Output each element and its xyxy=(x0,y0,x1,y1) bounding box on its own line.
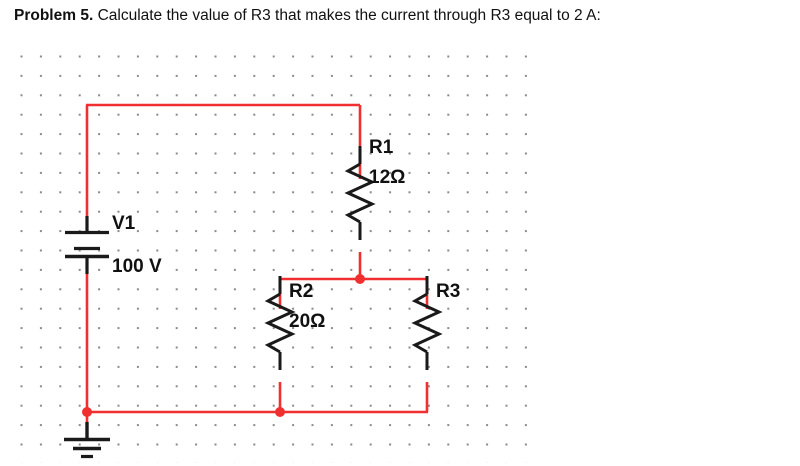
problem-number: Problem 5. xyxy=(14,7,94,24)
circuit-diagram: V1 100 V R1 12Ω R2 20Ω R3 xyxy=(0,34,800,466)
v1-value-label: 100 V xyxy=(112,256,162,277)
circuit-svg: V1 100 V R1 12Ω R2 20Ω R3 xyxy=(18,53,539,463)
r2-value-label: 20Ω xyxy=(289,311,325,332)
r3-zigzag xyxy=(411,292,443,354)
r2-zigzag xyxy=(264,292,296,354)
component-v1-voltage-source[interactable] xyxy=(65,216,109,274)
component-r1-resistor[interactable] xyxy=(344,146,376,240)
problem-text: Calculate the value of R3 that makes the… xyxy=(97,7,601,24)
r1-value-label: 12Ω xyxy=(369,167,405,188)
r2-name-label: R2 xyxy=(289,281,313,302)
component-ground[interactable] xyxy=(64,422,110,459)
component-r2-resistor[interactable] xyxy=(264,276,296,370)
junction-node-r1-r2-r3 xyxy=(355,274,365,284)
v1-name-label: V1 xyxy=(112,213,136,234)
junction-node-ground xyxy=(82,407,92,417)
junction-node-r2-bottom xyxy=(275,407,285,417)
wire-network xyxy=(85,103,429,424)
problem-statement: Problem 5. Calculate the value of R3 tha… xyxy=(14,6,794,26)
junction-dots xyxy=(82,274,365,417)
r1-name-label: R1 xyxy=(369,137,394,158)
r1-zigzag xyxy=(344,162,376,224)
component-r3-resistor[interactable] xyxy=(411,276,443,370)
r3-name-label: R3 xyxy=(436,281,460,302)
